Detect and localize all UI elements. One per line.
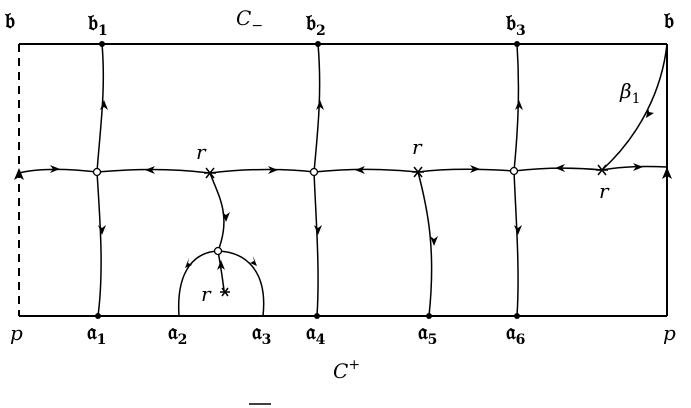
label-a3: 𝔞3	[252, 319, 271, 348]
arrow-r-down	[222, 212, 230, 222]
label-c-minus: C−	[236, 6, 263, 34]
label-b-top-right: 𝔟	[663, 8, 674, 34]
arrow-h1	[50, 165, 60, 173]
v-b3-up	[513, 43, 520, 172]
node-open-4	[213, 246, 223, 256]
star-4	[220, 287, 230, 297]
arrow-a5	[430, 236, 438, 246]
h-seg-3	[209, 168, 315, 174]
horizontal-flow	[18, 165, 668, 174]
arrow-h7	[633, 163, 643, 171]
h-seg-1	[18, 168, 98, 174]
node-open-2	[309, 167, 319, 177]
v-a1-down	[96, 171, 102, 317]
arrow-left-edge	[14, 168, 24, 180]
v-a5	[417, 171, 433, 317]
frame	[18, 43, 668, 317]
v-inner-star	[217, 250, 225, 291]
nodes	[92, 41, 520, 319]
arrow-loop-right	[250, 256, 257, 266]
beta1-curve	[601, 43, 668, 171]
label-p-right: p	[663, 321, 676, 345]
node-a6	[514, 313, 520, 319]
label-a6: 𝔞6	[506, 319, 525, 348]
node-a5	[426, 313, 432, 319]
arrow-h6	[555, 164, 565, 172]
arrow-h5	[470, 165, 480, 173]
arrow-b3	[515, 100, 523, 110]
arrow-h4	[355, 166, 365, 174]
star-2	[412, 166, 424, 178]
label-p-left: p	[10, 321, 23, 345]
arrow-b1	[100, 100, 108, 110]
arrow-beta1	[646, 107, 654, 118]
node-open-1	[92, 167, 102, 177]
label-b3: 𝔟3	[505, 10, 526, 39]
arrow-inner-up	[217, 260, 225, 270]
label-a4: 𝔞4	[306, 319, 326, 348]
arrow-h2	[145, 166, 155, 174]
arrow-loop-left	[185, 258, 192, 268]
label-a2: 𝔞2	[168, 319, 187, 348]
v-a4-down	[313, 171, 319, 317]
label-b-top-left: 𝔟	[4, 8, 15, 34]
node-a4	[314, 313, 320, 319]
star-3	[596, 164, 608, 176]
v-a6-down	[513, 170, 519, 317]
label-c-plus: C+	[333, 357, 360, 383]
label-r-1: r	[196, 140, 207, 164]
label-b2: 𝔟2	[305, 10, 326, 39]
arrowheads	[14, 100, 672, 270]
node-open-3	[509, 166, 519, 176]
arrow-h3	[268, 166, 278, 174]
arrow-b2	[316, 100, 324, 110]
arrow-right-edge	[662, 167, 672, 179]
label-r-3: r	[599, 179, 610, 203]
node-b1	[99, 41, 105, 47]
arrow-a1	[98, 225, 106, 235]
node-a1	[95, 313, 101, 319]
arrow-a6	[514, 225, 522, 235]
v-r-down	[209, 172, 225, 252]
v-b1-up	[96, 43, 105, 173]
labels: 𝔟 𝔟1 C− 𝔟2 𝔟3 𝔟 β1 r r r r p 𝔞1 𝔞2 𝔞3 𝔞4…	[4, 6, 676, 383]
node-b2	[315, 41, 321, 47]
h-seg-5	[417, 168, 515, 173]
vertical-flows	[96, 43, 668, 317]
h-seg-4	[313, 168, 419, 173]
node-b3	[514, 41, 520, 47]
label-beta1: β1	[619, 79, 640, 107]
label-r-4: r	[201, 282, 212, 306]
star-points	[204, 164, 608, 297]
v-b2-up	[313, 43, 321, 173]
arrow-a4	[314, 225, 322, 235]
label-r-2: r	[412, 135, 423, 159]
label-a5: 𝔞5	[418, 319, 437, 348]
label-a1: 𝔞1	[87, 319, 106, 348]
label-b1: 𝔟1	[87, 10, 108, 39]
star-1	[204, 167, 216, 179]
